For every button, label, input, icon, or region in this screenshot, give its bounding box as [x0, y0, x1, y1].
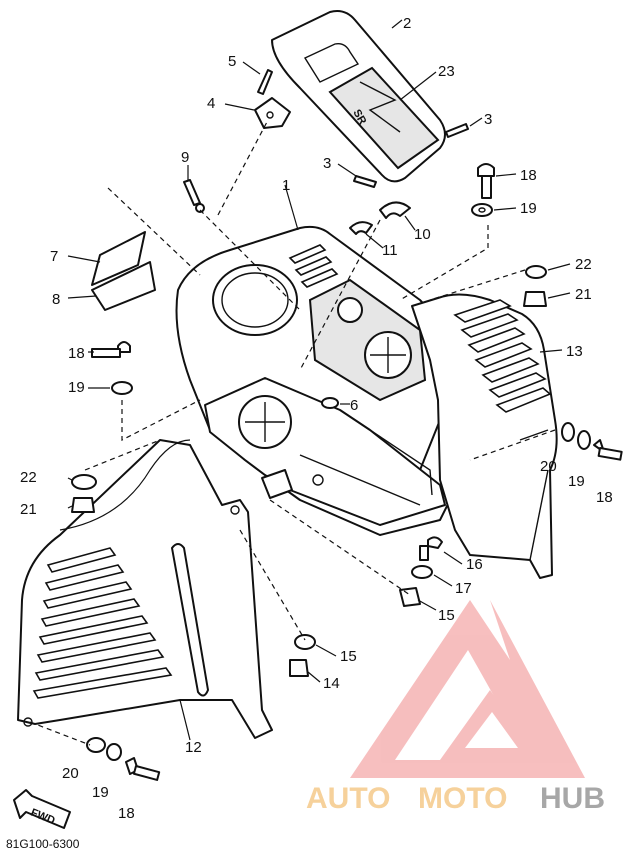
- main-cowl-part-1: [175, 225, 451, 536]
- callout-9: 9: [181, 149, 189, 166]
- callout-13: 13: [566, 343, 583, 360]
- right-panel-part-13: [411, 293, 558, 579]
- callout-8: 8: [52, 291, 60, 308]
- leader-lines: [29, 19, 571, 746]
- callout-6: 6: [350, 397, 358, 414]
- top-cover-part-2: SR: [271, 10, 446, 183]
- washer-part-19d: [106, 743, 122, 761]
- callout-21: 21: [20, 501, 37, 518]
- callout-2: 2: [403, 15, 411, 32]
- callout-22: 22: [20, 469, 37, 486]
- callout-7: 7: [50, 248, 58, 265]
- screw-part-3a: [445, 123, 469, 138]
- bolt-part-18a: [477, 163, 495, 199]
- callout-18: 18: [68, 345, 85, 362]
- callout-labels: 2 23 3 5 4 3 9 18 19 10 1 11 7 22 21 8 1…: [20, 15, 613, 822]
- bolt-part-16: [419, 536, 443, 561]
- callout-23: 23: [438, 63, 455, 80]
- callout-3: 3: [484, 111, 492, 128]
- nut-part-6: [321, 397, 339, 409]
- clip-part-11: [349, 221, 373, 235]
- bolt-part-18c: [593, 439, 623, 461]
- pin-part-9: [183, 179, 205, 213]
- callout-4: 4: [207, 95, 215, 112]
- callout-14: 14: [323, 675, 340, 692]
- callout-10: 10: [414, 226, 431, 243]
- nut-part-15a: [399, 587, 421, 607]
- screw-part-5: [257, 69, 273, 95]
- screw-part-3b: [353, 175, 377, 188]
- callout-19: 19: [568, 473, 585, 490]
- washer-part-19a: [471, 203, 493, 217]
- watermark-moto: MOTO: [418, 782, 507, 815]
- grommet-part-22b: [71, 474, 97, 490]
- callout-19: 19: [68, 379, 85, 396]
- nut-part-21b: [71, 497, 95, 513]
- callout-19: 19: [92, 784, 109, 801]
- pad-part-7: [91, 231, 146, 286]
- nut-part-21a: [523, 291, 547, 307]
- callout-20: 20: [62, 765, 79, 782]
- left-panel-vents: [32, 547, 173, 699]
- callout-15: 15: [438, 607, 455, 624]
- callout-1: 1: [282, 177, 290, 194]
- callout-19: 19: [520, 200, 537, 217]
- callout-16: 16: [466, 556, 483, 573]
- callout-12: 12: [185, 739, 202, 756]
- bracket-part-4: [254, 97, 291, 129]
- callout-18: 18: [520, 167, 537, 184]
- watermark-logo: [350, 600, 585, 778]
- callout-18: 18: [596, 489, 613, 506]
- callout-5: 5: [228, 53, 236, 70]
- bolt-part-18d: [125, 757, 161, 781]
- callout-18: 18: [118, 805, 135, 822]
- washer-part-20b: [86, 737, 106, 753]
- washer-part-17: [411, 565, 433, 579]
- forward-arrow: FWD: [13, 789, 71, 829]
- callout-21: 21: [575, 286, 592, 303]
- diagram-code: 81G100-6300: [6, 837, 80, 851]
- clip-part-10: [379, 201, 411, 219]
- nut-part-14: [289, 659, 309, 677]
- washer-part-19b: [111, 381, 133, 395]
- watermark-auto: AUTO: [306, 782, 390, 815]
- left-panel-part-12: [17, 439, 273, 739]
- watermark-hub: HUB: [540, 782, 605, 815]
- watermark-text: AUTO MOTO HUB: [306, 782, 605, 815]
- callout-22: 22: [575, 256, 592, 273]
- callout-11: 11: [382, 242, 398, 259]
- pad-part-8: [91, 261, 156, 311]
- callout-15: 15: [340, 648, 357, 665]
- washer-part-19c: [577, 430, 591, 450]
- grommet-part-22a: [525, 265, 547, 279]
- callout-3: 3: [323, 155, 331, 172]
- callout-20: 20: [540, 458, 557, 475]
- right-panel-vents: [453, 299, 552, 413]
- bolt-part-18b: [91, 341, 131, 358]
- washer-part-20a: [561, 422, 575, 442]
- callout-17: 17: [455, 580, 472, 597]
- grommet-part-15b: [294, 634, 316, 650]
